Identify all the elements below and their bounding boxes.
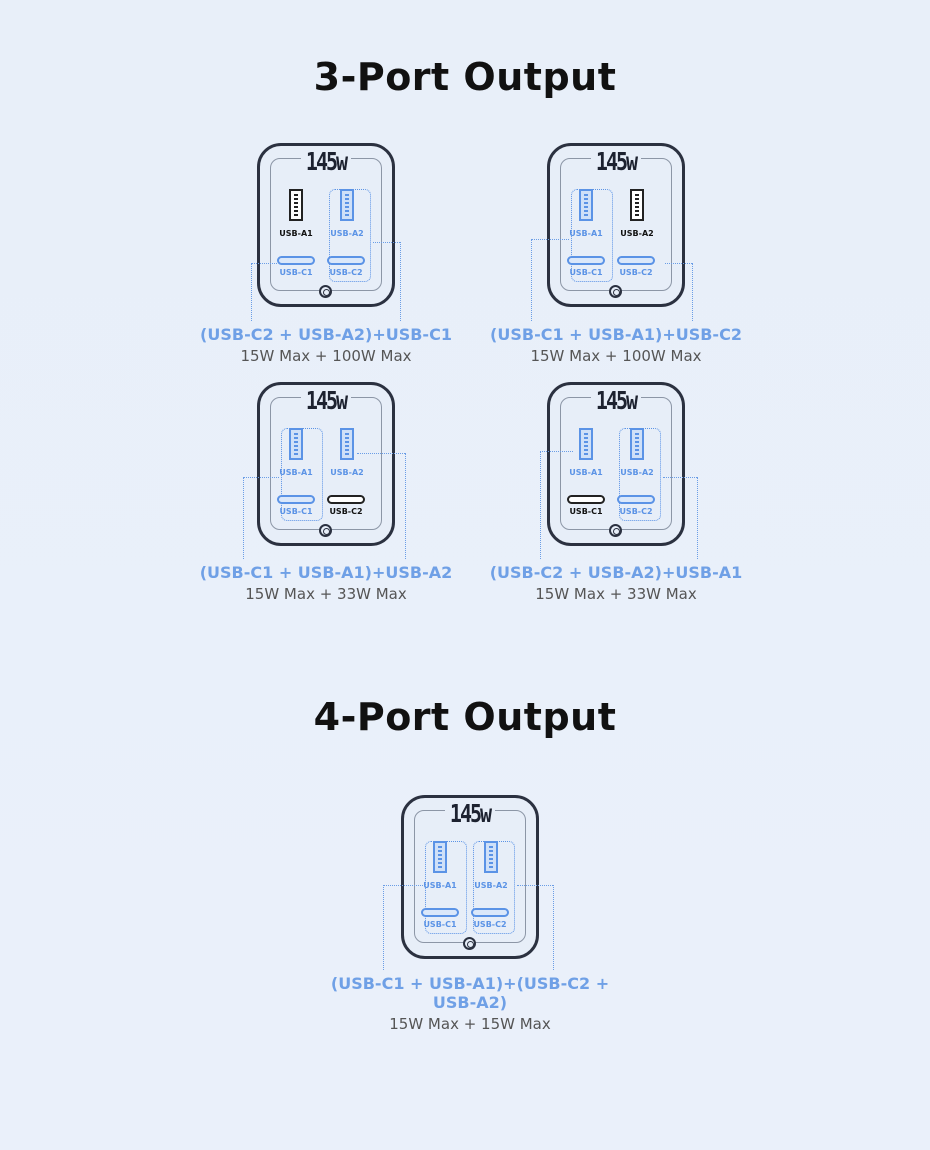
port-label-a1: USB-A1 — [569, 229, 603, 238]
usb-c-port-c2 — [327, 256, 365, 265]
power-rating: 15W Max + 33W Max — [245, 585, 407, 603]
power-rating: 15W Max + 100W Max — [530, 347, 702, 365]
brand-logo-icon — [463, 937, 476, 950]
leader-line — [400, 242, 401, 321]
port-label-c2: USB-C2 — [619, 268, 653, 277]
leader-line — [383, 885, 384, 970]
usb-c-port-c1 — [567, 495, 605, 504]
combination-caption: (USB-C2 + USB-A2)+USB-C1 15W Max + 100W M… — [176, 325, 476, 365]
brand-logo-icon — [319, 285, 332, 298]
wattage-label: 145w — [591, 385, 641, 415]
leader-line — [531, 239, 569, 240]
port-label-a1: USB-A1 — [423, 881, 457, 890]
usb-a-port-a2 — [340, 428, 354, 460]
port-label-a1: USB-A1 — [569, 468, 603, 477]
leader-line — [692, 263, 693, 321]
leader-line — [357, 453, 405, 454]
port-combination: (USB-C1 + USB-A1)+(USB-C2 + USB-A2) — [330, 974, 610, 1012]
port-label-c2: USB-C2 — [473, 920, 507, 929]
usb-c-port-c1 — [421, 908, 459, 917]
brand-logo-icon — [609, 285, 622, 298]
combination-caption: (USB-C1 + USB-A1)+(USB-C2 + USB-A2) 15W M… — [320, 974, 620, 1033]
leader-line — [517, 885, 553, 886]
leader-line — [243, 477, 244, 559]
port-label-c1: USB-C1 — [279, 268, 313, 277]
wattage-label: 145w — [591, 146, 641, 176]
leader-line — [405, 453, 406, 559]
leader-line — [251, 263, 277, 264]
port-label-c2: USB-C2 — [619, 507, 653, 516]
usb-a-port-a2 — [630, 428, 644, 460]
port-label-a2: USB-A2 — [620, 468, 654, 477]
port-combination: (USB-C1 + USB-A1)+USB-A2 — [199, 563, 453, 582]
port-label-c2: USB-C2 — [329, 268, 363, 277]
port-label-a2: USB-A2 — [474, 881, 508, 890]
port-label-a1: USB-A1 — [279, 468, 313, 477]
port-label-c1: USB-C1 — [569, 268, 603, 277]
usb-a-port-a2 — [484, 841, 498, 873]
port-label-c1: USB-C1 — [279, 507, 313, 516]
usb-a-port-a1 — [433, 841, 447, 873]
port-combination: (USB-C2 + USB-A2)+USB-C1 — [200, 325, 452, 344]
port-combination: (USB-C1 + USB-A1)+USB-C2 — [490, 325, 742, 344]
usb-c-port-c2 — [617, 495, 655, 504]
brand-logo-icon — [609, 524, 622, 537]
combination-caption: (USB-C1 + USB-A1)+USB-A2 15W Max + 33W Ma… — [176, 563, 476, 603]
port-label-a2: USB-A2 — [330, 468, 364, 477]
power-rating: 15W Max + 100W Max — [240, 347, 412, 365]
power-rating: 15W Max + 15W Max — [389, 1015, 551, 1033]
port-label-c2: USB-C2 — [329, 507, 363, 516]
leader-line — [540, 451, 541, 559]
combination-caption: (USB-C1 + USB-A1)+USB-C2 15W Max + 100W M… — [466, 325, 766, 365]
charger-body — [257, 382, 395, 546]
usb-a-port-a2 — [340, 189, 354, 221]
wattage-label: 145w — [445, 798, 495, 828]
usb-c-port-c1 — [567, 256, 605, 265]
leader-line — [531, 239, 532, 321]
three-port-title: 3-Port Output — [313, 55, 617, 99]
leader-line — [251, 263, 252, 321]
leader-line — [383, 885, 423, 886]
leader-line — [663, 477, 697, 478]
usb-a-port-a1 — [579, 428, 593, 460]
usb-a-port-a1 — [289, 428, 303, 460]
port-label-a2: USB-A2 — [330, 229, 364, 238]
power-rating: 15W Max + 33W Max — [535, 585, 697, 603]
usb-c-port-c1 — [277, 495, 315, 504]
wattage-label: 145w — [301, 146, 351, 176]
brand-logo-icon — [319, 524, 332, 537]
leader-line — [553, 885, 554, 970]
port-label-a1: USB-A1 — [279, 229, 313, 238]
leader-line — [373, 242, 400, 243]
usb-c-port-c2 — [471, 908, 509, 917]
usb-a-port-a2 — [630, 189, 644, 221]
usb-c-port-c2 — [327, 495, 365, 504]
four-port-title: 4-Port Output — [313, 695, 617, 739]
usb-c-port-c2 — [617, 256, 655, 265]
wattage-label: 145w — [301, 385, 351, 415]
charger-body — [547, 382, 685, 546]
port-label-a2: USB-A2 — [620, 229, 654, 238]
usb-a-port-a1 — [579, 189, 593, 221]
combination-caption: (USB-C2 + USB-A2)+USB-A1 15W Max + 33W Ma… — [466, 563, 766, 603]
port-combination: (USB-C2 + USB-A2)+USB-A1 — [489, 563, 743, 582]
usb-c-port-c1 — [277, 256, 315, 265]
leader-line — [243, 477, 279, 478]
leader-line — [697, 477, 698, 559]
port-label-c1: USB-C1 — [569, 507, 603, 516]
usb-a-port-a1 — [289, 189, 303, 221]
leader-line — [665, 263, 692, 264]
leader-line — [540, 451, 573, 452]
port-label-c1: USB-C1 — [423, 920, 457, 929]
